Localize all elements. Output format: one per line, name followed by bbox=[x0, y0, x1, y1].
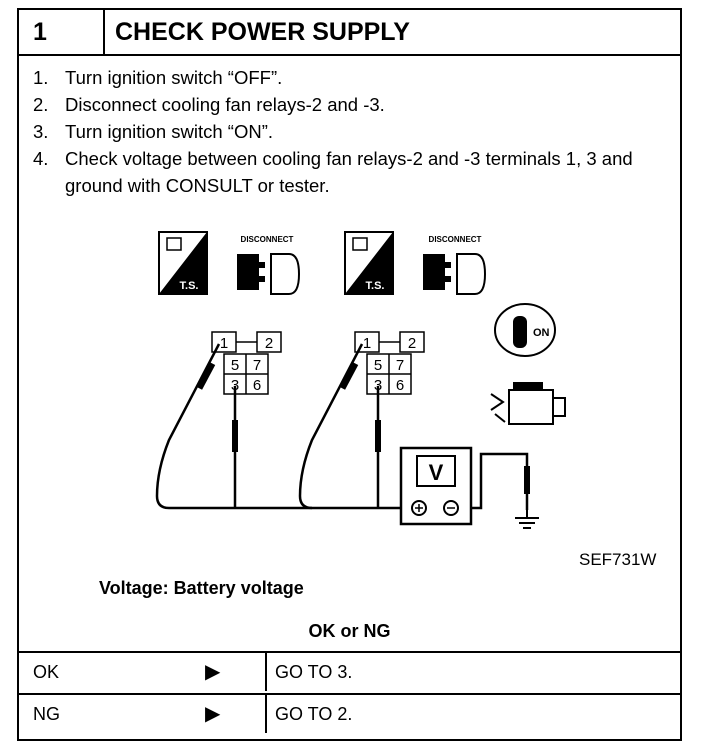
instruction-number: 2. bbox=[33, 94, 49, 115]
column-divider bbox=[265, 653, 267, 691]
decision-label: OK bbox=[33, 662, 60, 682]
ts-icon: T.S. bbox=[158, 231, 208, 295]
on-label: ON bbox=[533, 327, 550, 339]
step-title: CHECK POWER SUPPLY bbox=[115, 18, 410, 46]
ground-symbol bbox=[515, 510, 539, 529]
engine-icon bbox=[490, 382, 566, 425]
terminal-label: 3 bbox=[374, 377, 382, 394]
wiring-diagram: T.S. DISCONNECT T.S. DISCONNECT ON bbox=[155, 231, 566, 529]
instruction-list: 1. Turn ignition switch “OFF”. 2. Disconne… bbox=[33, 64, 675, 199]
decision-row-ok: OK ▶ GO TO 3. bbox=[19, 651, 680, 691]
figure-code: SEF731W bbox=[579, 550, 657, 569]
instruction-text: Turn ignition switch “ON”. bbox=[65, 121, 274, 142]
instruction-item: 3. Turn ignition switch “ON”. bbox=[33, 118, 675, 145]
instruction-item: 1. Turn ignition switch “OFF”. bbox=[33, 64, 675, 91]
terminal-label: 5 bbox=[231, 357, 239, 374]
disconnect-icon: DISCONNECT bbox=[237, 235, 301, 295]
instruction-text: Check voltage between cooling fan relays… bbox=[65, 148, 633, 196]
decision-action: GO TO 2. bbox=[275, 704, 353, 724]
meter-label: V bbox=[429, 460, 444, 485]
terminal-label: 5 bbox=[374, 357, 382, 374]
arrow-right-icon: ▶ bbox=[205, 661, 221, 683]
terminal-label: 2 bbox=[408, 335, 416, 352]
arrow-right-icon: ▶ bbox=[205, 703, 221, 725]
decision-label: NG bbox=[33, 704, 60, 724]
terminal-label: 3 bbox=[231, 377, 239, 394]
instruction-item: 2. Disconnect cooling fan relays-2 and -3… bbox=[33, 91, 675, 118]
probe-tips bbox=[196, 362, 530, 494]
terminal-label: 6 bbox=[253, 377, 261, 394]
terminal-label: 2 bbox=[265, 335, 273, 352]
instruction-text: Turn ignition switch “OFF”. bbox=[65, 67, 283, 88]
voltage-spec: Voltage: Battery voltage bbox=[99, 578, 304, 598]
decision-row-ng: NG ▶ GO TO 2. bbox=[19, 693, 680, 733]
disconnect-label: DISCONNECT bbox=[429, 235, 482, 244]
relay-connector: 1 2 5 7 3 6 bbox=[354, 331, 425, 395]
ts-label: T.S. bbox=[180, 280, 199, 292]
terminal-label: 7 bbox=[396, 357, 404, 374]
terminal-label: 7 bbox=[253, 357, 261, 374]
ts-label: T.S. bbox=[366, 280, 385, 292]
instruction-item: 4. Check voltage between cooling fan rela… bbox=[33, 145, 675, 199]
ignition-key-icon: ON bbox=[494, 303, 556, 357]
instruction-number: 1. bbox=[33, 67, 49, 88]
procedure-header: 1 CHECK POWER SUPPLY bbox=[19, 10, 680, 56]
terminal-label: 1 bbox=[363, 335, 371, 352]
decision-heading: OK or NG bbox=[308, 621, 391, 641]
procedure-box: 1 CHECK POWER SUPPLY 1. Turn ignition swi… bbox=[17, 8, 682, 741]
decision-action: GO TO 3. bbox=[275, 662, 353, 682]
column-divider bbox=[265, 695, 267, 733]
instruction-number: 4. bbox=[33, 148, 49, 169]
terminal-label: 6 bbox=[396, 377, 404, 394]
ts-icon: T.S. bbox=[344, 231, 394, 295]
terminal-label: 1 bbox=[220, 335, 228, 352]
step-number: 1 bbox=[19, 10, 105, 54]
voltmeter: V bbox=[399, 446, 473, 526]
relay-connector: 1 2 5 7 3 6 bbox=[211, 331, 282, 395]
instruction-text: Disconnect cooling fan relays-2 and -3. bbox=[65, 94, 385, 115]
instruction-number: 3. bbox=[33, 121, 49, 142]
disconnect-icon: DISCONNECT bbox=[423, 235, 487, 295]
disconnect-label: DISCONNECT bbox=[241, 235, 294, 244]
